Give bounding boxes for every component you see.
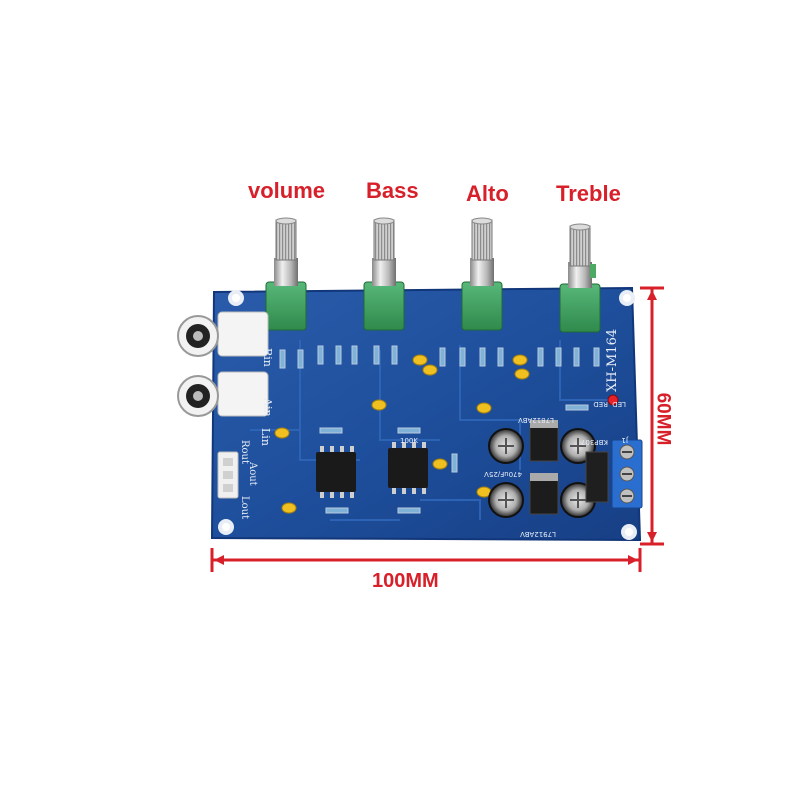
- mounting-holes: [218, 290, 637, 540]
- rca-jack-top: [177, 311, 269, 357]
- height-dimension-label: 60MM: [652, 392, 674, 446]
- regulator-bottom-silkscreen: L7912ABV: [520, 530, 556, 538]
- pot-alto: [461, 217, 503, 331]
- alto-label: Alto: [466, 181, 509, 206]
- pot-volume: [265, 217, 307, 331]
- bridge-rectifier: [585, 451, 609, 503]
- ceramic-capacitors: [274, 354, 530, 514]
- output-label-lout: Lout: [239, 496, 250, 519]
- regulator-bottom: [529, 473, 559, 515]
- regulator-top-silkscreen: L7812ABV: [518, 416, 554, 424]
- output-label-aout: Aout: [247, 461, 258, 486]
- rca-jack-bottom: [177, 371, 269, 417]
- bridge-silkscreen: KBP307: [581, 438, 608, 446]
- input-label-lin: Lin: [259, 428, 272, 446]
- screw-terminal: [611, 439, 643, 509]
- input-label-ain: Ain: [261, 397, 274, 417]
- red-silkscreen: RED: [593, 400, 608, 408]
- led-silkscreen: LED: [612, 400, 626, 408]
- height-dimension-line: [640, 286, 664, 546]
- model-silkscreen: XH-M164: [605, 329, 620, 392]
- input-label-rin: Rin: [261, 348, 274, 367]
- electrolytic-cap-1: [488, 428, 524, 464]
- width-dimension-line: [210, 548, 642, 572]
- bass-label: Bass: [366, 178, 419, 203]
- resistors: [279, 345, 600, 514]
- width-dimension-label: 100MM: [372, 570, 439, 592]
- pot-value-silkscreen: 100K: [400, 437, 418, 445]
- opamp-chip-2: [388, 442, 428, 494]
- opamp-chip-1: [316, 446, 356, 498]
- pot-bass: [363, 217, 405, 331]
- pot-treble: [559, 223, 601, 333]
- electrolytic-cap-3: [488, 482, 524, 518]
- regulator-top: [529, 420, 559, 462]
- treble-label: Treble: [556, 181, 621, 206]
- cap-value-silkscreen: 470uF/25V: [484, 470, 522, 478]
- output-connector: [217, 451, 239, 499]
- led: [607, 394, 619, 406]
- output-label-rout: Rout: [239, 440, 250, 464]
- volume-label: volume: [248, 178, 326, 203]
- connector-silkscreen: J1: [621, 436, 629, 444]
